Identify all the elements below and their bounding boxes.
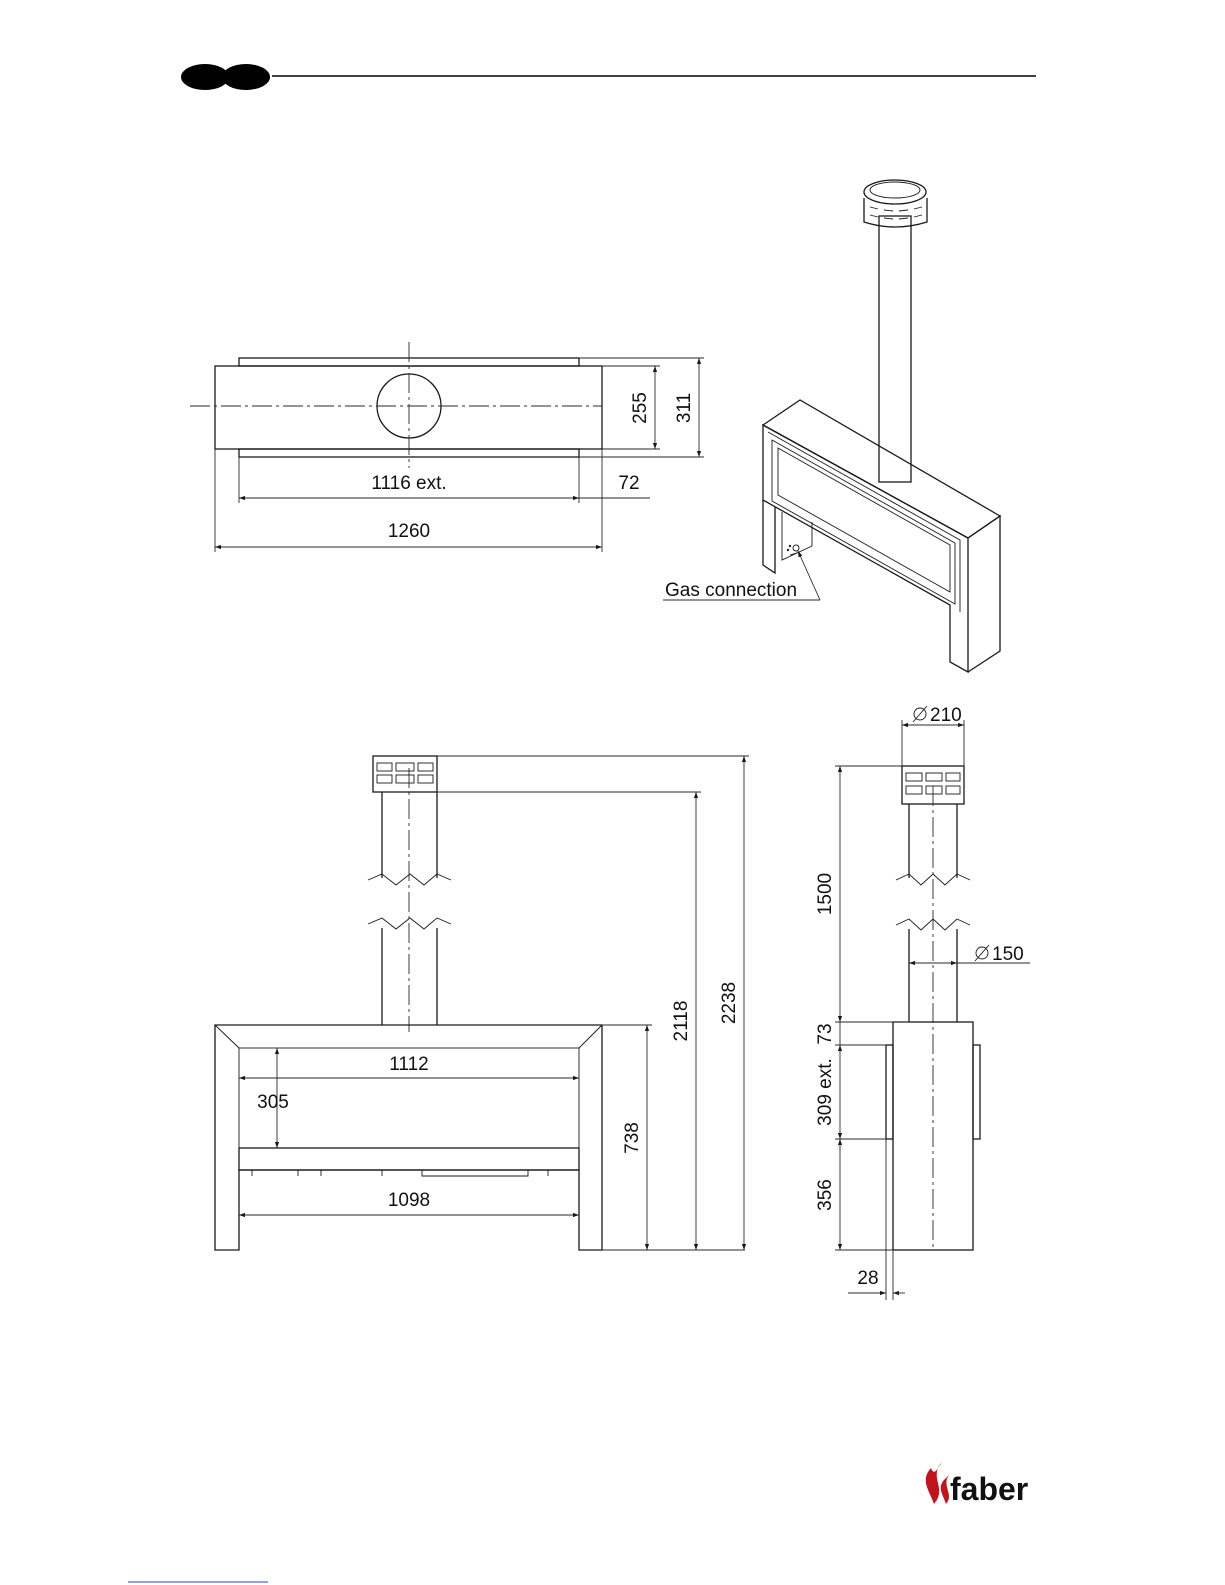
brand-logo: faber <box>926 1462 1028 1507</box>
front-control-strip <box>239 1148 579 1170</box>
language-badge-left <box>181 64 229 90</box>
front-flue-pipe-upper <box>382 792 437 878</box>
top-view: 1116 ext. 1260 72 255 311 <box>190 342 704 552</box>
brand-name: faber <box>950 1471 1028 1507</box>
iso-body-front <box>763 425 968 672</box>
dim-window-width: 1112 <box>389 1054 428 1075</box>
iso-flue-pipe <box>879 216 911 482</box>
iso-body-side <box>968 516 1000 672</box>
dim-flue-length: 1500 <box>815 873 836 915</box>
side-front-flange <box>886 1045 893 1139</box>
page-header <box>181 64 1036 90</box>
isometric-view: Gas connection <box>663 180 1000 672</box>
dim-leg-thickness: 28 <box>857 1268 878 1289</box>
front-view: 1112 305 1098 738 2118 2238 <box>215 756 749 1250</box>
gas-connection-label: Gas connection <box>665 580 797 601</box>
dim-window-height: 305 <box>257 1092 289 1113</box>
dim-width-ext: 1116 ext. <box>371 473 446 494</box>
dim-leg-span: 1098 <box>388 1190 430 1211</box>
iso-left-leg <box>763 500 775 573</box>
front-flue-pipe-lower <box>382 928 437 1025</box>
front-flue-cap <box>373 756 437 792</box>
side-rear-flange <box>973 1045 980 1139</box>
dim-depth-outer: 311 <box>674 393 695 423</box>
dim-top-band: 73 <box>815 1023 836 1044</box>
dim-height-to-flue: 2118 <box>671 1001 692 1042</box>
dim-cap-diameter: 210 <box>930 705 962 726</box>
dim-total-height: 2238 <box>719 982 740 1024</box>
top-view-body <box>215 366 602 449</box>
side-view: 210 150 1500 73 309 ext. 356 <box>815 705 1030 1300</box>
dim-offset: 72 <box>618 473 639 494</box>
dim-pipe-diameter: 150 <box>992 944 1024 965</box>
dim-width-total: 1260 <box>388 521 430 542</box>
language-badge-right <box>222 64 270 90</box>
dim-depth-inner: 255 <box>630 392 651 424</box>
dim-base: 356 <box>815 1179 836 1211</box>
dim-body-height: 738 <box>622 1122 643 1154</box>
iso-body-top <box>763 400 1000 538</box>
dim-window: 309 ext. <box>815 1058 836 1126</box>
iso-flue-cap <box>864 198 927 227</box>
flame-icon <box>926 1462 942 1504</box>
gas-connection-leader <box>798 551 820 600</box>
